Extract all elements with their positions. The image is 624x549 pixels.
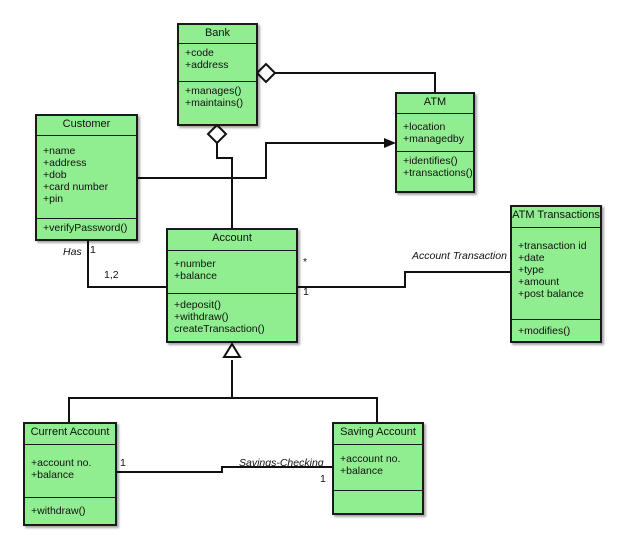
attributes-section: +code +address	[179, 44, 256, 81]
operation: +deposit()	[174, 299, 221, 311]
class-atm-transactions[interactable]: ATM Transactions +transaction id +date +…	[510, 205, 602, 343]
attribute: +transaction id	[518, 240, 587, 252]
operations-section	[334, 490, 422, 494]
has-multiplicity-account: 1,2	[104, 269, 119, 281]
bank-atm-association-line	[274, 72, 436, 93]
operation: +verifyPassword()	[43, 222, 128, 234]
class-name: ATM Transactions	[512, 207, 600, 228]
operation: createTransaction()	[174, 323, 265, 335]
class-account[interactable]: Account +number +balance +deposit() +wit…	[166, 228, 298, 343]
attribute: +code	[185, 47, 214, 59]
attribute: +balance	[174, 270, 217, 282]
savings-checking-line	[117, 466, 332, 473]
account-transaction-line	[298, 271, 510, 288]
attributes-section: +name +address +dob +card number +pin	[37, 136, 136, 218]
operation: +withdraw()	[31, 505, 86, 517]
operations-section: +deposit() +withdraw() createTransaction…	[168, 293, 296, 335]
attribute: +name	[43, 145, 76, 157]
inheritance-triangle	[222, 342, 242, 358]
class-name: Bank	[179, 25, 256, 44]
account-transaction-multiplicity-one: 1	[303, 286, 309, 298]
attribute: +location	[403, 121, 446, 133]
bank-account-association-line	[216, 142, 233, 228]
attribute: +dob	[43, 169, 67, 181]
attribute: +address	[185, 59, 229, 71]
has-multiplicity-customer: 1	[90, 244, 96, 256]
operations-section: +modifies()	[512, 319, 600, 337]
operation: +transactions()	[403, 167, 473, 179]
operation: +identifies()	[403, 155, 458, 167]
operation: +maintains()	[185, 97, 244, 109]
savings-checking-multiplicity-saving: 1	[320, 473, 326, 485]
customer-account-has-line	[87, 240, 166, 288]
attribute: +address	[43, 157, 87, 169]
attribute: +number	[174, 258, 216, 270]
class-current-account[interactable]: Current Account +account no. +balance +w…	[23, 422, 117, 526]
bank-atm-aggregation-diamond	[255, 62, 277, 84]
operation: +withdraw()	[174, 311, 229, 323]
attributes-section: +account no. +balance	[334, 445, 422, 490]
attributes-section: +location +managedby	[397, 114, 473, 151]
class-customer[interactable]: Customer +name +address +dob +card numbe…	[35, 114, 138, 241]
attribute: +account no.	[31, 457, 92, 469]
attributes-section: +number +balance	[168, 251, 296, 293]
attribute: +pin	[43, 193, 64, 205]
class-name: Customer	[37, 116, 136, 136]
operations-section: +identifies() +transactions()	[397, 151, 473, 179]
savings-checking-label: Savings-Checking	[239, 457, 324, 469]
attributes-section: +transaction id +date +type +amount +pos…	[512, 228, 600, 319]
attribute: +post balance	[518, 288, 584, 300]
attribute: +amount	[518, 276, 560, 288]
class-saving-account[interactable]: Saving Account +account no. +balance	[332, 422, 424, 515]
attribute: +type	[518, 264, 544, 276]
account-transaction-multiplicity-star: *	[303, 256, 308, 268]
attribute: +balance	[340, 465, 383, 477]
class-name: Current Account	[25, 424, 115, 445]
class-name: Account	[168, 230, 296, 251]
customer-atm-arrowhead	[384, 138, 396, 148]
savings-checking-multiplicity-current: 1	[120, 457, 126, 469]
customer-atm-association-line	[137, 142, 388, 179]
attribute: +card number	[43, 181, 109, 193]
class-bank[interactable]: Bank +code +address +manages() +maintain…	[177, 23, 258, 126]
class-atm[interactable]: ATM +location +managedby +identifies() +…	[395, 92, 475, 193]
class-name: ATM	[397, 94, 473, 114]
attribute: +account no.	[340, 453, 401, 465]
class-name: Saving Account	[334, 424, 422, 445]
has-label: Has	[63, 246, 82, 258]
operation: +manages()	[185, 85, 242, 97]
operations-section: +withdraw()	[25, 497, 115, 517]
attributes-section: +account no. +balance	[25, 445, 115, 497]
bank-account-aggregation-diamond	[206, 123, 228, 145]
account-transaction-label: Account Transaction	[412, 250, 507, 262]
operations-section: +verifyPassword()	[37, 218, 136, 234]
generalization-line	[68, 360, 378, 423]
operation: +modifies()	[518, 325, 571, 337]
attribute: +managedby	[403, 133, 465, 145]
operations-section: +manages() +maintains()	[179, 81, 256, 109]
attribute: +balance	[31, 469, 74, 481]
attribute: +date	[518, 252, 545, 264]
